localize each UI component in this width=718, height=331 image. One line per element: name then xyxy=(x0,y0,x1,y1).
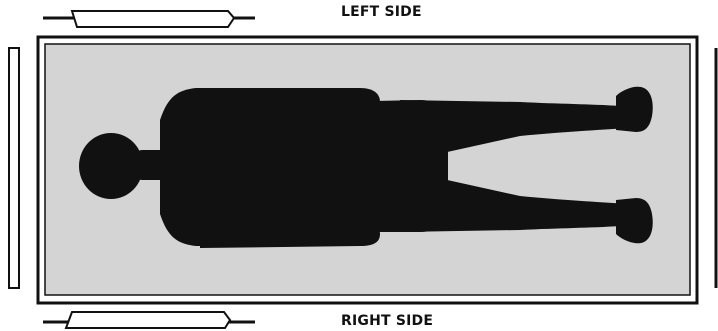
upper-leg-shape xyxy=(400,100,628,158)
left-side-label: LEFT SIDE xyxy=(341,4,422,20)
left-side-handle xyxy=(43,10,255,28)
lower-foot-shape xyxy=(616,198,653,244)
lower-leg-shape xyxy=(400,174,628,232)
head-end-rail xyxy=(8,47,20,289)
neck-shape xyxy=(136,150,166,180)
torso-shape xyxy=(160,88,344,246)
person-silhouette xyxy=(79,86,653,248)
right-side-label: RIGHT SIDE xyxy=(341,313,434,329)
head-shape xyxy=(79,133,143,199)
right-side-handle xyxy=(43,311,255,329)
upper-foot-shape xyxy=(616,86,653,132)
